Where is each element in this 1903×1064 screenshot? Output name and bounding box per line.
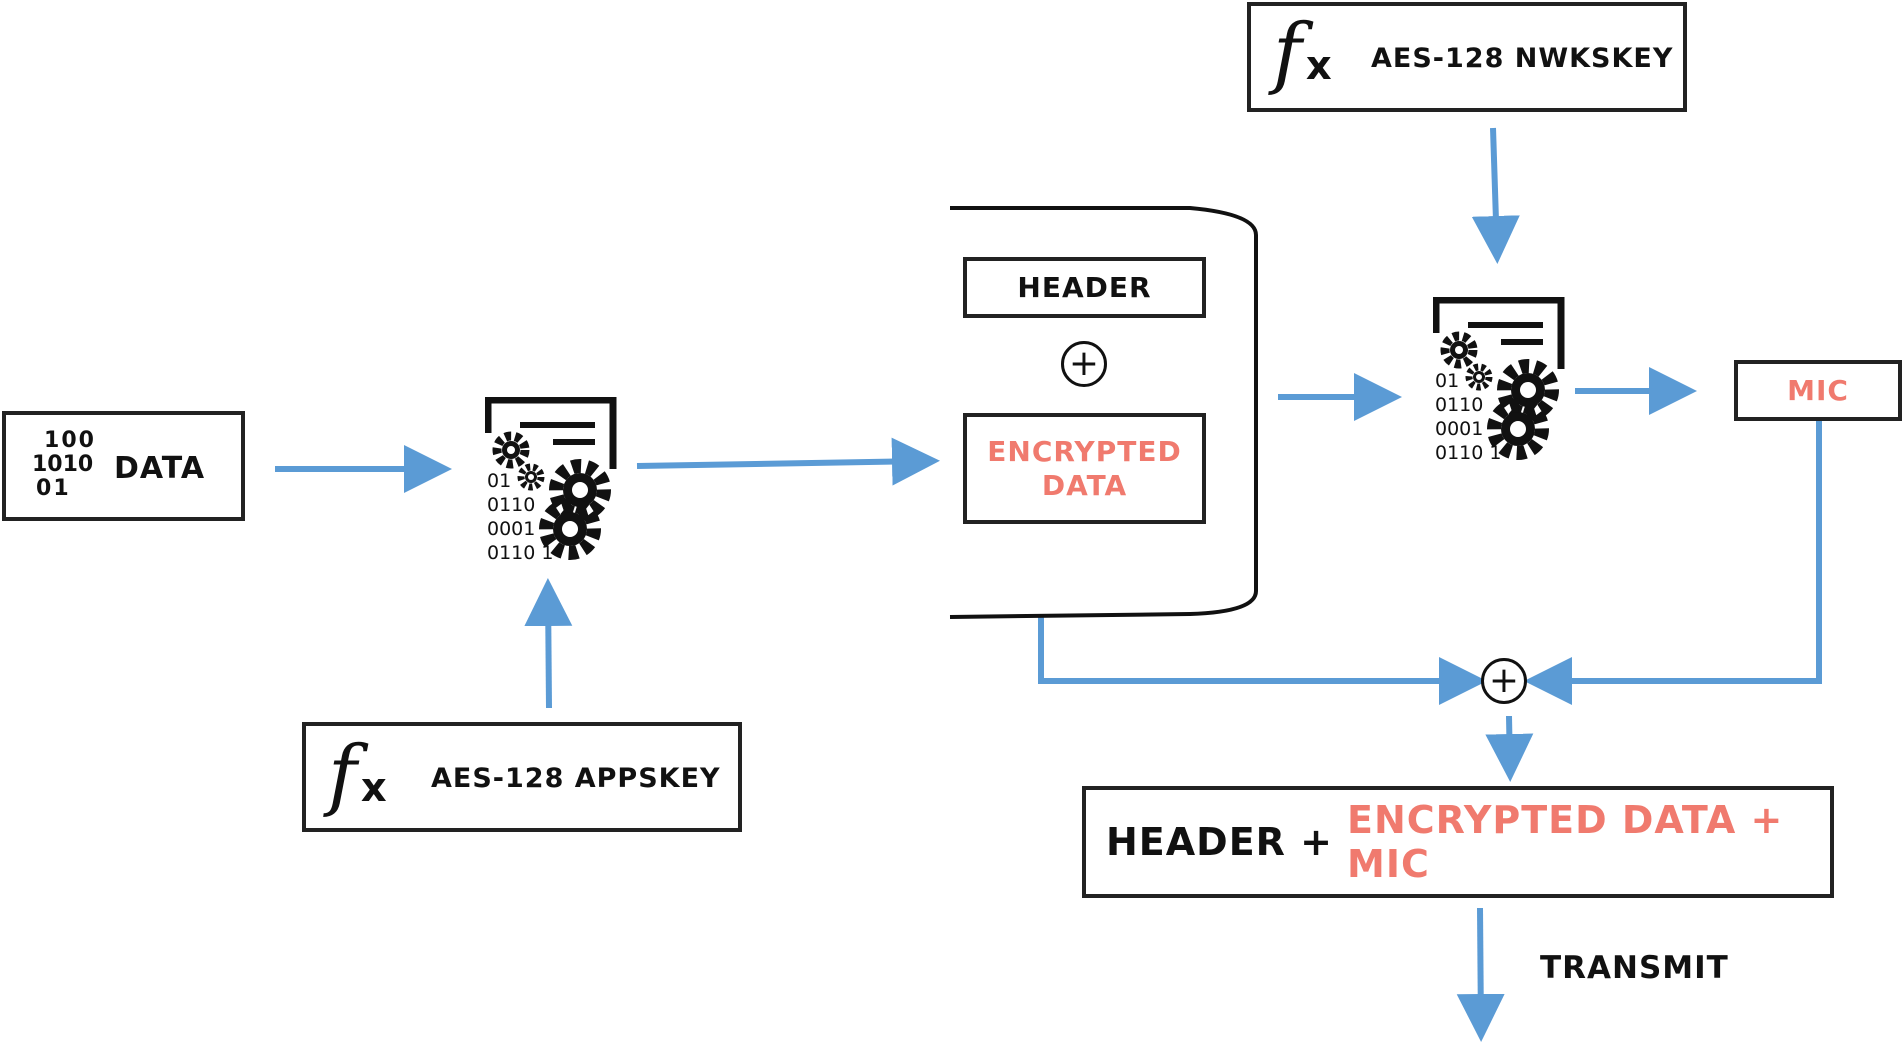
mic-box: MIC <box>1734 360 1902 421</box>
xor-combine-icon: + <box>1061 341 1107 387</box>
transmit-label: TRANSMIT <box>1540 950 1729 986</box>
binary-row: 0110 <box>487 494 536 516</box>
arrow-nwkskey-to-mic-processor <box>1471 127 1520 264</box>
function-f-glyph: f <box>1273 8 1302 98</box>
arrow-transmit <box>1456 907 1505 1042</box>
arrow-appskey-to-processor <box>524 578 573 709</box>
binary-row: 0110 1 <box>1435 442 1502 464</box>
connector-frame-to-combine <box>1038 614 1487 705</box>
appskey-label: AES-128 APPSKEY <box>431 763 721 794</box>
header-label: HEADER <box>1017 271 1152 304</box>
binary-row: 0110 <box>1435 394 1484 416</box>
header-box: HEADER <box>963 257 1206 318</box>
combine-plus-icon: + <box>1481 658 1527 704</box>
binary-digit: 1 <box>44 428 62 453</box>
arrow-combine-to-output <box>1485 715 1534 782</box>
gear-small-icon <box>1440 331 1478 369</box>
binary-digit: 0 <box>78 428 96 453</box>
encrypted-label-line2: DATA <box>1041 468 1128 502</box>
function-x-glyph: x <box>360 765 387 811</box>
processor-binary: 01 0110 0001 0110 1 <box>487 469 553 565</box>
binary-row: 0110 1 <box>487 542 554 564</box>
binary-row: 01 <box>487 470 512 492</box>
output-header-label: HEADER + <box>1106 820 1334 864</box>
binary-digit: 0 <box>61 428 79 453</box>
output-rest-label: ENCRYPTED DATA + MIC <box>1347 798 1784 886</box>
arrow-processor-to-frame <box>636 437 940 486</box>
connector-mic-to-combine <box>1524 419 1822 705</box>
encryption-processor: 01 0110 0001 0110 1 <box>485 397 625 567</box>
plus-symbol: + <box>1488 660 1520 701</box>
function-x-glyph: x <box>1305 43 1332 89</box>
frame-bracket <box>949 206 1258 619</box>
encrypted-label-line1: ENCRYPTED <box>987 434 1182 468</box>
plus-symbol: + <box>1068 343 1100 384</box>
binary-data-icon: 100 1010 01 <box>32 429 96 501</box>
gear-tiny-icon <box>1465 363 1493 391</box>
document-gears-icon <box>1433 297 1565 460</box>
output-frame-box: HEADER + ENCRYPTED DATA + MIC <box>1082 786 1834 898</box>
gear-tiny-icon <box>517 463 545 491</box>
gear-large-icon <box>1487 398 1549 460</box>
function-f-glyph: f <box>328 730 357 820</box>
gear-large-icon <box>539 498 601 560</box>
binary-digit: 0 <box>36 476 54 501</box>
document-gears-icon <box>485 397 617 560</box>
data-label: DATA <box>114 451 206 486</box>
encrypted-data-box: ENCRYPTED DATA <box>963 413 1206 524</box>
binary-digit: 1 <box>53 476 71 501</box>
data-box: 100 1010 01 DATA <box>2 411 245 521</box>
mic-processor: 01 0110 0001 0110 1 <box>1433 297 1573 467</box>
binary-row: 1010 <box>32 452 94 477</box>
binary-row: 0001 <box>487 518 536 540</box>
gear-small-icon <box>492 431 530 469</box>
binary-row: 0001 <box>1435 418 1484 440</box>
nwkskey-label: AES-128 NWKSKEY <box>1371 43 1674 74</box>
binary-row: 01 <box>1435 370 1460 392</box>
mic-label: MIC <box>1787 374 1849 407</box>
processor-binary: 01 0110 0001 0110 1 <box>1435 369 1501 465</box>
